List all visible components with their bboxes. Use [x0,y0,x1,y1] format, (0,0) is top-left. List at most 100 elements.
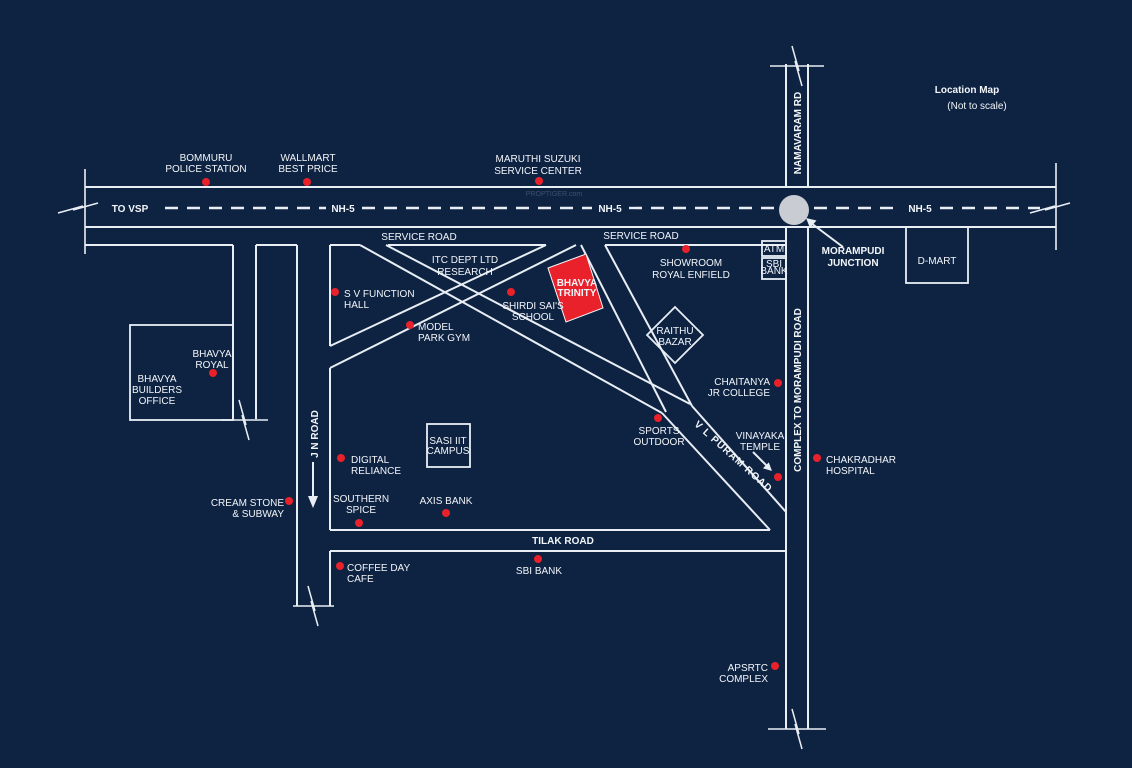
svg-text:BHAVYA: BHAVYA [137,374,176,385]
svg-text:CREAM STONE: CREAM STONE [211,498,284,509]
svg-text:CAFE: CAFE [347,574,374,585]
digital-label: DIGITAL RELIANCE [351,455,401,477]
svg-text:CHAKRADHAR: CHAKRADHAR [826,455,896,466]
sbi-tilak-label: SBI BANK [516,566,562,577]
marker-showroom [682,245,690,253]
svg-text:TEMPLE: TEMPLE [740,442,780,453]
svg-text:PARK GYM: PARK GYM [418,333,470,344]
svg-text:OFFICE: OFFICE [139,396,176,407]
svg-text:BHAVYA: BHAVYA [557,278,598,289]
svg-text:MORAMPUDI: MORAMPUDI [822,246,885,257]
svg-text:ITC DEPT LTD: ITC DEPT LTD [432,255,498,266]
svg-text:BHAVYA: BHAVYA [192,349,231,360]
watermark: PROPTIGER.com [526,191,583,198]
marker-sbi-tilak [534,555,542,563]
road-break-icon [57,202,99,214]
complex-morampudi-road-label: COMPLEX TO MORAMPUDI ROAD [793,308,804,472]
svg-text:SASI IIT: SASI IIT [429,436,466,447]
svg-text:BEST PRICE: BEST PRICE [278,164,338,175]
svg-text:SHOWROOM: SHOWROOM [660,258,722,269]
nh5-label-right: NH-5 [908,204,932,215]
svg-text:SBI: SBI [766,259,782,270]
chaitanya-label: CHAITANYA JR COLLEGE [708,377,771,399]
svg-text:ROYAL: ROYAL [195,360,229,371]
morampudi-junction-circle [779,195,809,225]
svg-text:JR COLLEGE: JR COLLEGE [708,388,771,399]
page-title: Location Map [935,85,999,96]
svg-text:RAITHU: RAITHU [656,326,693,337]
svg-text:JUNCTION: JUNCTION [827,258,878,269]
page-subtitle: (Not to scale) [947,101,1006,112]
coffee-label: COFFEE DAY CAFE [347,563,410,585]
marker-chaitanya [774,379,782,387]
svg-text:S V FUNCTION: S V FUNCTION [344,289,415,300]
svg-text:WALLMART: WALLMART [280,153,335,164]
morampudi-road [768,227,826,750]
svg-text:ROYAL ENFIELD: ROYAL ENFIELD [652,270,730,281]
road-break-icon [1029,202,1071,214]
svg-text:BAZAR: BAZAR [658,337,691,348]
marker-cream-stone [285,497,293,505]
marker-chakradhar [813,454,821,462]
bhavya-royal-label: BHAVYA ROYAL [192,349,231,371]
road-break-icon [238,399,250,441]
marker-sv-function [331,288,339,296]
svg-text:APSRTC: APSRTC [728,663,768,674]
vinayaka-label: VINAYAKA TEMPLE [736,431,785,453]
marker-bommuru [202,178,210,186]
svg-text:COFFEE DAY: COFFEE DAY [347,563,410,574]
svg-text:OUTDOOR: OUTDOOR [633,437,684,448]
bhavya-builders-block [129,324,234,421]
service-road-label-right: SERVICE ROAD [603,231,678,242]
nh5-label-left: NH-5 [331,204,355,215]
svg-text:MARUTHI SUZUKI: MARUTHI SUZUKI [496,154,581,165]
service-road-label-left: SERVICE ROAD [381,232,456,243]
svg-text:RELIANCE: RELIANCE [351,466,401,477]
svg-text:HALL: HALL [344,300,369,311]
tilak-road [330,529,786,552]
road-break-icon [791,45,803,87]
axis-label: AXIS BANK [420,496,473,507]
marker-vinayaka [774,473,782,481]
svg-text:SPICE: SPICE [346,505,376,516]
marker-digital [337,454,345,462]
svg-text:TRINITY: TRINITY [558,288,597,299]
svg-text:RESEARCH: RESEARCH [437,267,493,278]
bhavya-trinity-site [547,253,604,323]
southern-label: SOUTHERN SPICE [333,494,389,516]
shirdi-label: SHIRDI SAI'S SCHOOL [502,301,564,323]
itc-label: ITC DEPT LTD RESEARCH [432,255,498,278]
namavaram-road-label: NAMAVARAM RD [793,92,804,174]
nh5-road [57,163,1071,254]
svg-text:VINAYAKA: VINAYAKA [736,431,785,442]
nh5-label-center: NH-5 [598,204,622,215]
dmart-block [905,226,969,284]
chakradhar-label: CHAKRADHAR HOSPITAL [826,455,896,477]
svg-text:POLICE STATION: POLICE STATION [165,164,246,175]
diagonal-roads [329,244,787,531]
bhavya-trinity-label: BHAVYA TRINITY [557,278,598,299]
bhavya-builders-label: BHAVYA BUILDERS OFFICE [132,374,182,407]
junction-arrow-icon [806,218,844,248]
sbi-bank-block [761,257,787,280]
sbi-box-label: SBI BANK [760,259,788,277]
side-street [221,245,268,441]
apsrtc-label: APSRTC COMPLEX [719,663,768,685]
road-break-icon [791,708,803,750]
road-break-icon [307,585,319,627]
sports-label: SPORTS OUTDOOR [633,426,684,448]
svg-text:SOUTHERN: SOUTHERN [333,494,389,505]
jn-road-arrow-icon [308,462,318,508]
jn-road-label: J N ROAD [310,410,321,458]
svg-text:SCHOOL: SCHOOL [512,312,555,323]
svg-text:CAMPUS: CAMPUS [427,446,470,457]
jn-road [293,245,334,627]
svg-text:BUILDERS: BUILDERS [132,385,182,396]
svg-text:CHAITANYA: CHAITANYA [714,377,770,388]
svg-text:HOSPITAL: HOSPITAL [826,466,875,477]
to-vsp-label: TO VSP [112,204,149,215]
marker-model-park [406,321,414,329]
maruthi-label: MARUTHI SUZUKI SERVICE CENTER [494,154,582,177]
bommuru-label: BOMMURU POLICE STATION [165,153,246,175]
